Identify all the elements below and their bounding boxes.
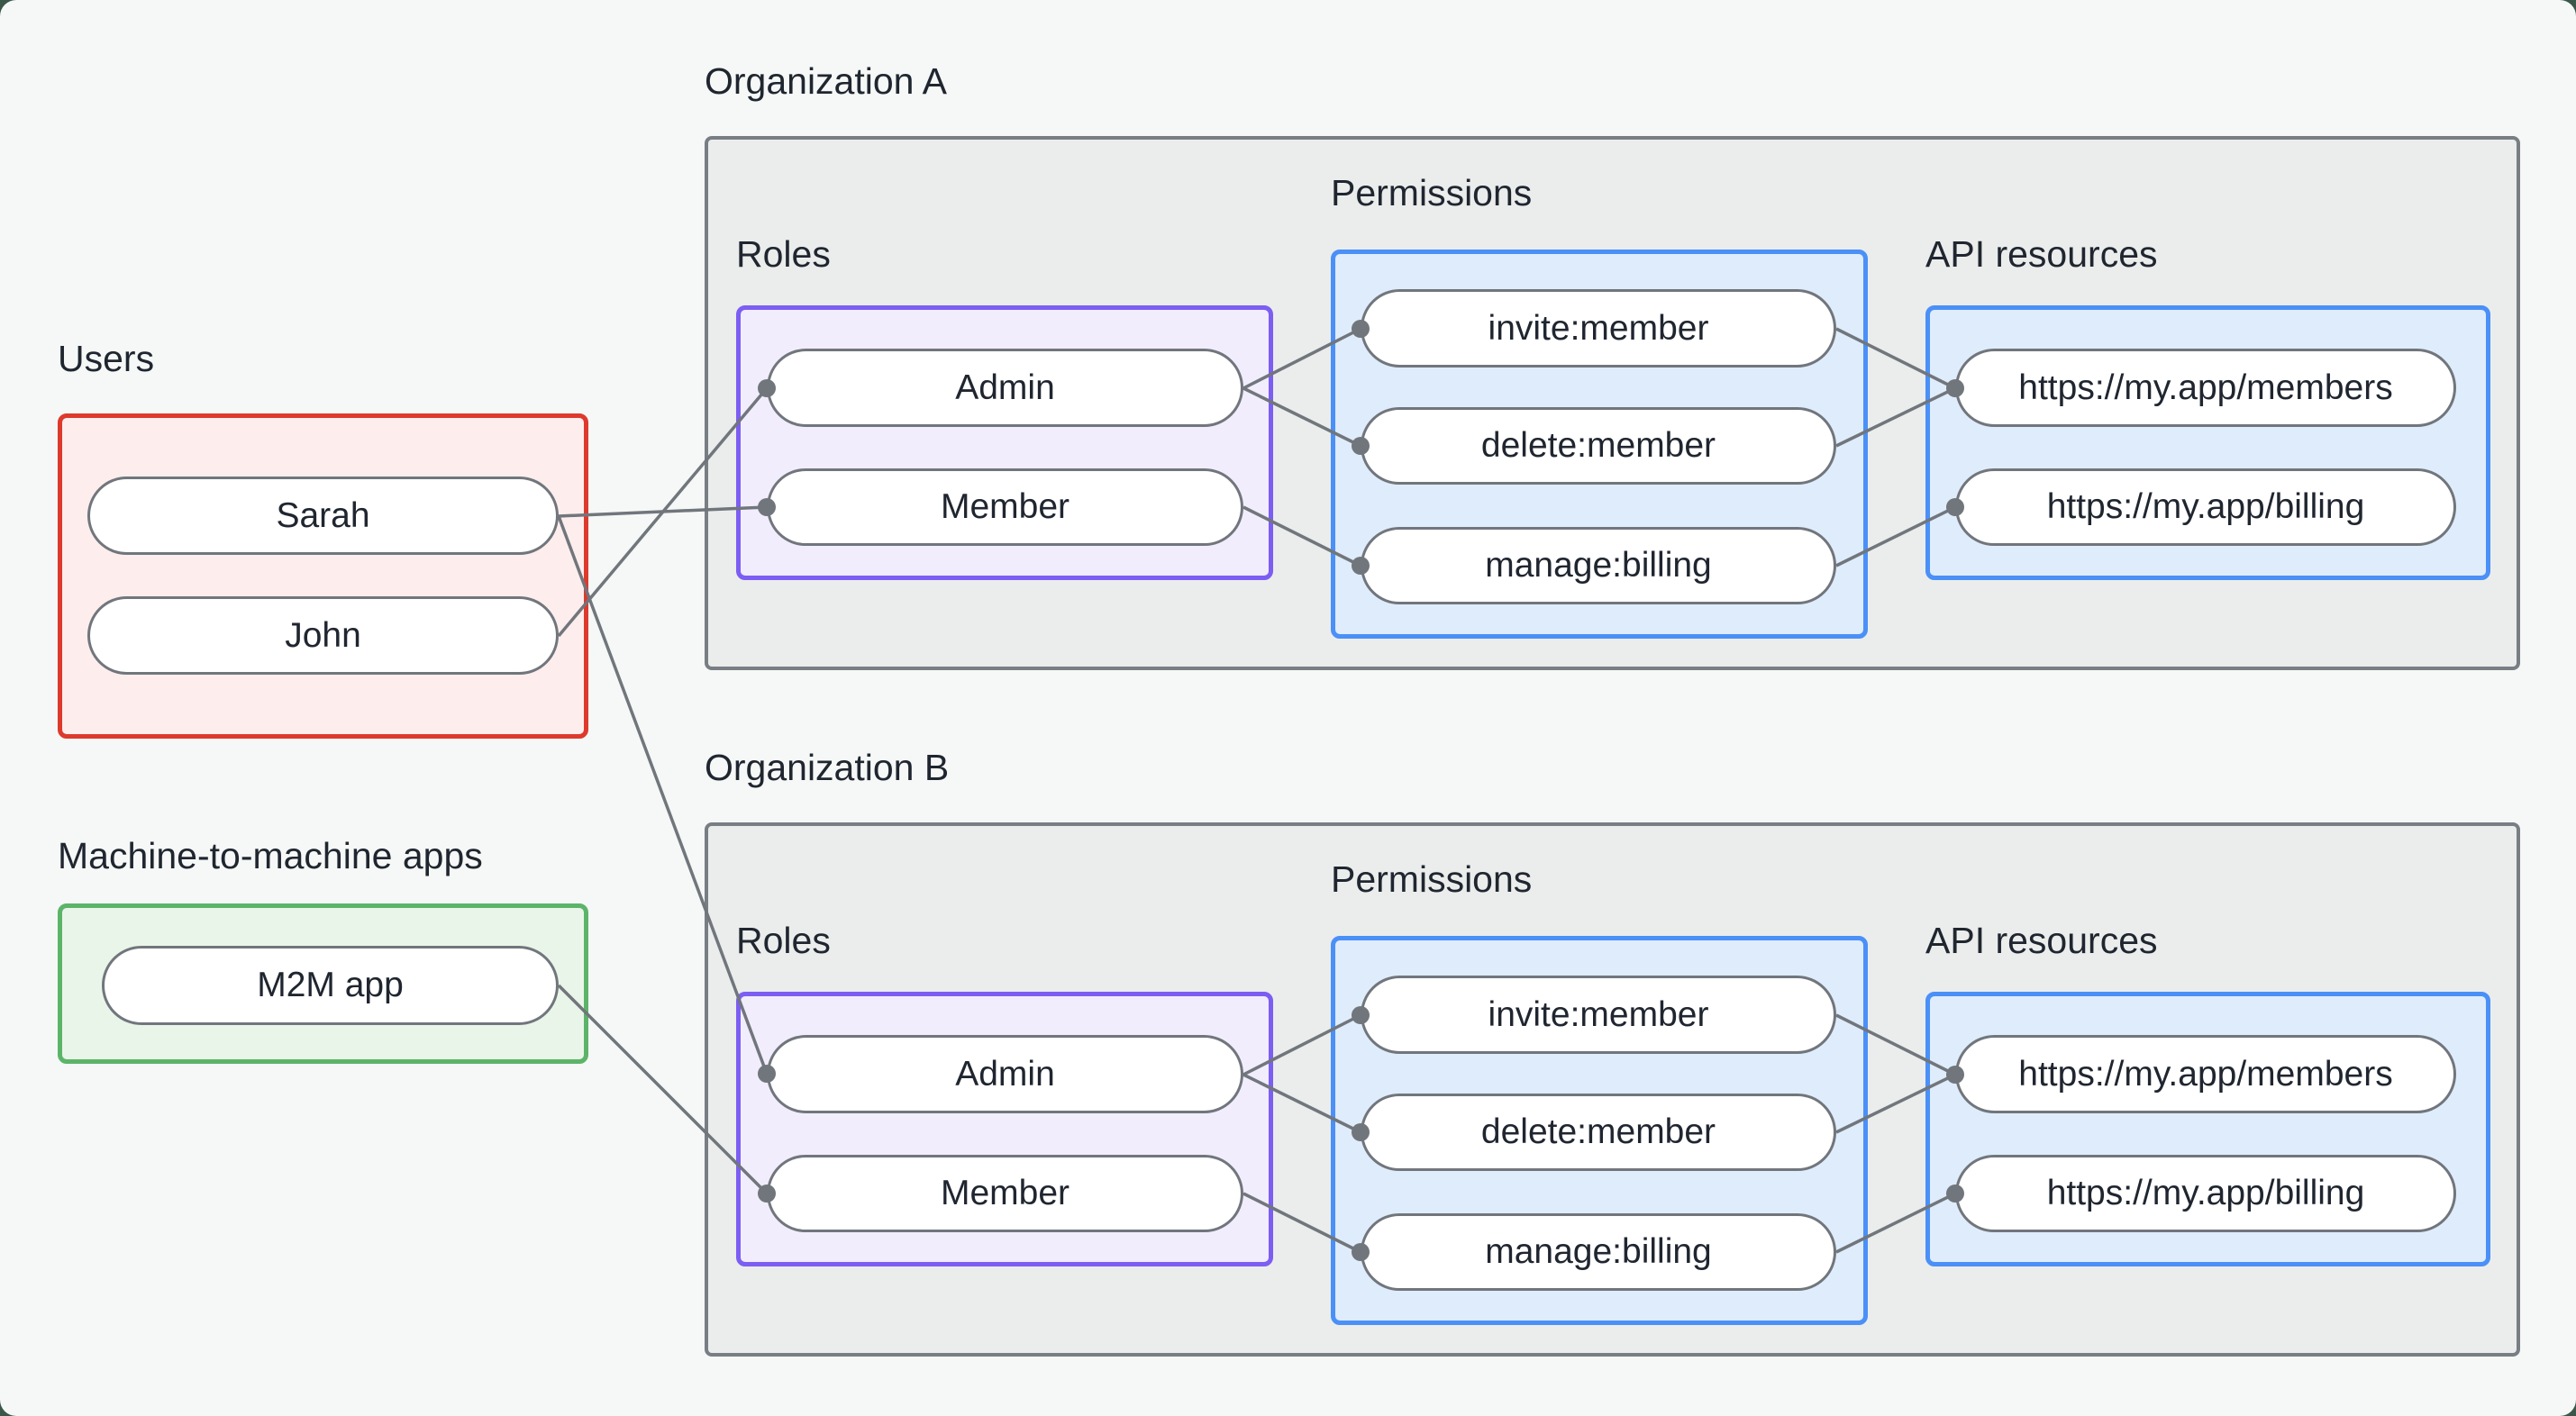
- org-a-roles-label: Roles: [736, 233, 831, 275]
- node-org-b-perm-invite-member: invite:member: [1361, 976, 1836, 1054]
- node-org-a-api-billing: https://my.app/billing: [1955, 468, 2456, 546]
- node-org-a-api-members: https://my.app/members: [1955, 349, 2456, 427]
- node-org-b-role-member: Member: [767, 1155, 1243, 1232]
- node-org-a-role-member: Member: [767, 468, 1243, 546]
- m2m-label: Machine-to-machine apps: [58, 835, 483, 876]
- org-a-label: Organization A: [705, 60, 947, 102]
- node-org-b-api-billing: https://my.app/billing: [1955, 1155, 2456, 1232]
- node-org-b-api-members: https://my.app/members: [1955, 1035, 2456, 1113]
- node-org-a-perm-manage-billing: manage:billing: [1361, 527, 1836, 604]
- node-org-a-perm-invite-member: invite:member: [1361, 289, 1836, 368]
- users-box: [58, 413, 588, 739]
- org-a-permissions-label: Permissions: [1331, 172, 1533, 213]
- org-b-roles-label: Roles: [736, 920, 831, 961]
- node-user-sarah: Sarah: [87, 477, 559, 555]
- org-b-api-label: API resources: [1925, 920, 2158, 961]
- node-org-a-perm-delete-member: delete:member: [1361, 407, 1836, 485]
- node-org-b-perm-delete-member: delete:member: [1361, 1094, 1836, 1171]
- node-org-b-perm-manage-billing: manage:billing: [1361, 1213, 1836, 1291]
- org-b-permissions-label: Permissions: [1331, 858, 1533, 900]
- node-m2m-app: M2M app: [102, 946, 559, 1025]
- node-org-a-role-admin: Admin: [767, 349, 1243, 427]
- org-a-api-label: API resources: [1925, 233, 2158, 275]
- node-org-b-role-admin: Admin: [767, 1035, 1243, 1113]
- node-user-john: John: [87, 596, 559, 675]
- users-label: Users: [58, 338, 155, 379]
- org-b-label: Organization B: [705, 747, 950, 788]
